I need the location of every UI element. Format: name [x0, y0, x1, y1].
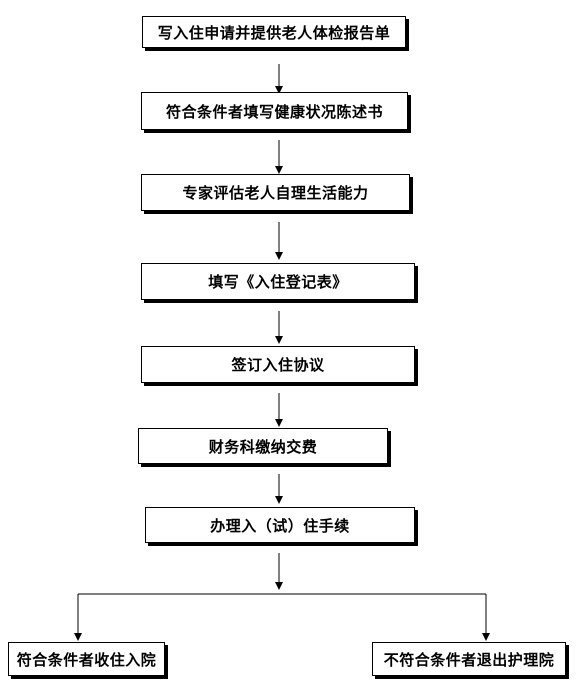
step-4-registration-form: 填写《入住登记表》	[141, 263, 415, 300]
outcome-rejected: 不符合条件者退出护理院	[372, 642, 566, 676]
step-2-health-statement: 符合条件者填写健康状况陈述书	[141, 92, 408, 130]
step-7-check-in-procedures: 办理入（试）住手续	[145, 507, 415, 543]
step-6-payment: 财务科缴纳交费	[138, 428, 388, 464]
outcome-admitted: 符合条件者收住入院	[8, 642, 165, 676]
step-5-sign-agreement: 签订入住协议	[141, 346, 415, 383]
step-1-application: 写入住申请并提供老人体检报告单	[142, 16, 406, 48]
step-3-expert-assessment: 专家评估老人自理生活能力	[141, 174, 410, 211]
